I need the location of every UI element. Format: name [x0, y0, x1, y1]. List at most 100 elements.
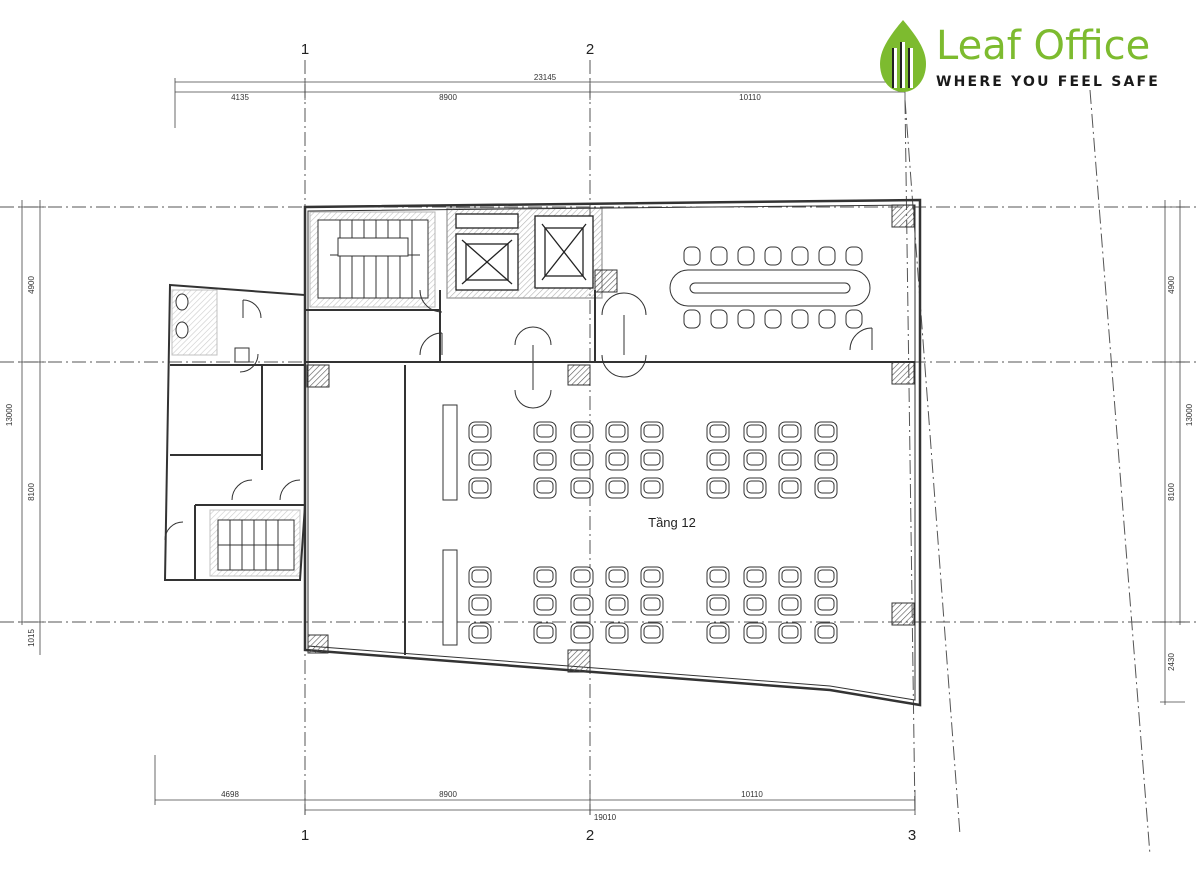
- dimension-lines: [18, 78, 1185, 815]
- classroom-chair-seat: [471, 569, 489, 583]
- classroom-chair-seat: [817, 480, 835, 494]
- dim-bottom-seg-1: 4698: [221, 790, 239, 799]
- axis-label-bottom-2: 2: [586, 827, 594, 844]
- classroom-chair-seat: [817, 452, 835, 466]
- structural-columns: [306, 204, 915, 673]
- classroom-chair-seat: [709, 625, 727, 639]
- meeting-chair: [737, 309, 755, 329]
- classroom-chair-seat: [608, 625, 626, 639]
- lecture-desk: [442, 404, 458, 501]
- dim-top-seg-2: 8900: [439, 93, 457, 102]
- classroom-chair-seat: [709, 597, 727, 611]
- classroom-chair-seat: [573, 424, 591, 438]
- classroom-chair-seat: [536, 452, 554, 466]
- lecture-desk: [442, 549, 458, 646]
- classroom-chair-seat: [746, 569, 764, 583]
- classroom-chair-seat: [608, 424, 626, 438]
- stair-core-bottom: [209, 509, 301, 577]
- classroom-chair-seat: [536, 424, 554, 438]
- meeting-chair: [791, 309, 809, 329]
- meeting-chair: [845, 246, 863, 266]
- classroom-chair-seat: [746, 480, 764, 494]
- classroom-chair-seat: [746, 597, 764, 611]
- classroom-chair-seat: [781, 452, 799, 466]
- classroom-chair-seat: [471, 424, 489, 438]
- classroom-chair-seat: [817, 597, 835, 611]
- meeting-chair: [737, 246, 755, 266]
- logo-name: Leaf Office: [936, 23, 1151, 69]
- building-walls: [163, 198, 922, 707]
- dim-left-total: 13000: [5, 403, 14, 426]
- classroom-chair-seat: [536, 569, 554, 583]
- classroom-chair-seat: [573, 569, 591, 583]
- classroom-chair-seat: [709, 480, 727, 494]
- elevator-shafts: [446, 207, 603, 299]
- axis-label-bottom-3: 3: [908, 827, 916, 844]
- classroom-chair-seat: [471, 452, 489, 466]
- meeting-chair: [791, 246, 809, 266]
- dim-right-total: 13000: [1185, 403, 1194, 426]
- classroom-chair-seat: [643, 480, 661, 494]
- leaf-office-logo: Leaf Office WHERE YOU FEEL SAFE: [878, 18, 1178, 96]
- dim-bottom-seg-3: 10110: [741, 790, 763, 799]
- dim-top-seg-3: 10110: [739, 93, 761, 102]
- meeting-chair: [845, 309, 863, 329]
- classroom-chair-seat: [746, 625, 764, 639]
- door-swings: [164, 289, 873, 541]
- meeting-chair: [710, 309, 728, 329]
- classroom-chair-seat: [643, 424, 661, 438]
- classroom-chair-seat: [608, 480, 626, 494]
- axis-label-top-2: 2: [586, 41, 594, 58]
- classroom-chair-seat: [471, 625, 489, 639]
- classroom-chair-seat: [746, 424, 764, 438]
- dim-bottom-seg-2: 8900: [439, 790, 457, 799]
- dim-right-seg-2: 8100: [1167, 483, 1176, 501]
- meeting-chair: [683, 309, 701, 329]
- restroom-block: [171, 289, 262, 363]
- classroom-chair-seat: [781, 424, 799, 438]
- classroom-chair-seat: [536, 597, 554, 611]
- classroom-chair-seat: [817, 424, 835, 438]
- dim-top-total: 23145: [534, 73, 557, 82]
- classroom-chair-seat: [746, 452, 764, 466]
- meeting-chair: [818, 309, 836, 329]
- classroom-chair-seat: [536, 480, 554, 494]
- grid-lines: [0, 60, 1200, 856]
- meeting-chair: [764, 246, 782, 266]
- meeting-chair: [818, 246, 836, 266]
- logo-tagline: WHERE YOU FEEL SAFE: [936, 74, 1161, 90]
- classroom-chair-seat: [536, 625, 554, 639]
- classroom-chair-seat: [781, 597, 799, 611]
- meeting-room: [669, 246, 871, 329]
- classroom-chair-seat: [471, 480, 489, 494]
- classroom-chair-seat: [573, 625, 591, 639]
- classroom-chair-seat: [643, 597, 661, 611]
- classroom-chair-seat: [709, 569, 727, 583]
- stair-core-top: [309, 211, 436, 308]
- classroom-chair-seat: [781, 625, 799, 639]
- floor-label: Tầng 12: [648, 515, 696, 530]
- meeting-chair: [764, 309, 782, 329]
- classroom-chair-seat: [608, 597, 626, 611]
- meeting-chair: [683, 246, 701, 266]
- classroom-chair-seat: [643, 452, 661, 466]
- classroom-chair-seat: [608, 452, 626, 466]
- classroom-chair-seat: [643, 625, 661, 639]
- dim-left-seg-3: 1015: [27, 629, 36, 647]
- dim-right-seg-3: 2430: [1167, 653, 1176, 671]
- classroom-chair-seat: [817, 625, 835, 639]
- dim-left-seg-2: 8100: [27, 483, 36, 501]
- axis-label-top-1: 1: [301, 41, 309, 58]
- classroom-chair-seat: [781, 480, 799, 494]
- dim-left-seg-1: 4900: [27, 276, 36, 294]
- dim-bottom-total: 19010: [594, 813, 617, 822]
- classroom-chair-seat: [817, 569, 835, 583]
- meeting-chair: [710, 246, 728, 266]
- classroom-chair-seat: [573, 480, 591, 494]
- axis-label-bottom-1: 1: [301, 827, 309, 844]
- classroom-chair-seat: [573, 452, 591, 466]
- classroom-chair-seat: [608, 569, 626, 583]
- classroom-seating: [442, 404, 838, 646]
- classroom-chair-seat: [781, 569, 799, 583]
